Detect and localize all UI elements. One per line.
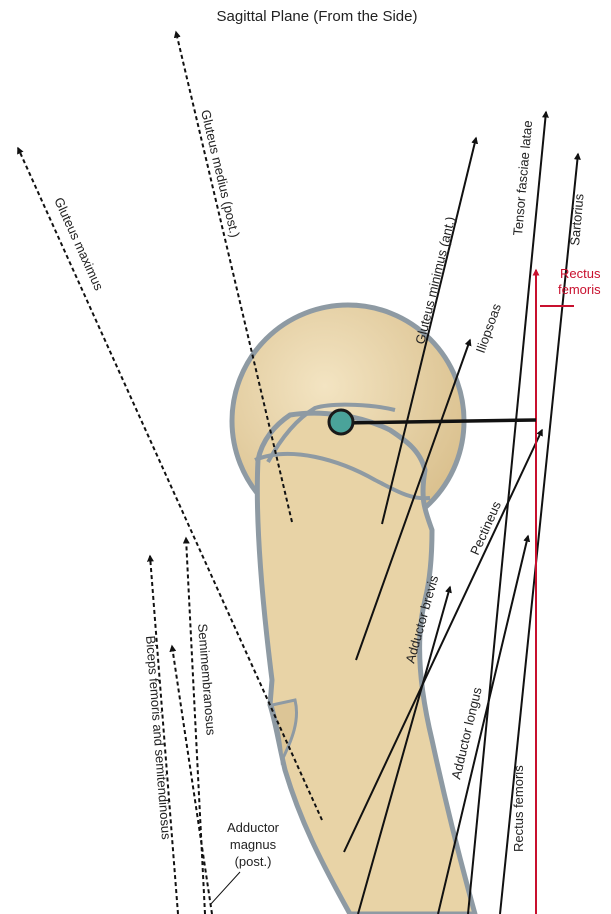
label-iliopsoas: Iliopsoas [473,301,505,355]
label-adductor-magnus-line1: Adductor [227,820,280,835]
diagram-title: Sagittal Plane (From the Side) [217,8,418,25]
label-tensor-fasciae-latae: Tensor fasciae latae [510,120,535,236]
label-semimembranosus: Semimembranosus [195,623,219,736]
tensor-fasciae-latae-line [468,112,546,914]
label-rectus-femoris-bottom: Rectus femoris [511,765,526,852]
label-adductor-magnus-line3: (post.) [235,854,272,869]
label-sartorius: Sartorius [567,193,587,247]
label-rectus-femoris-top-line1: Rectus [560,266,601,281]
adductor-magnus-leader [210,872,240,905]
label-adductor-magnus-line2: magnus [230,837,277,852]
rectus-femoris-vector [536,270,574,914]
label-gluteus-maximus: Gluteus maximus [51,195,107,293]
label-biceps-femoris-semitendinosus: Biceps femoris and semitendinosus [143,635,174,841]
semimembranosus-line [186,538,205,914]
label-adductor-longus: Adductor longus [448,685,484,780]
label-rectus-femoris-top-line2: femoris [558,282,601,297]
adductor-longus-line [438,536,528,914]
label-gluteus-minimus-ant: Gluteus minimus (ant.) [412,215,458,346]
axis-of-rotation-dot [329,410,353,434]
